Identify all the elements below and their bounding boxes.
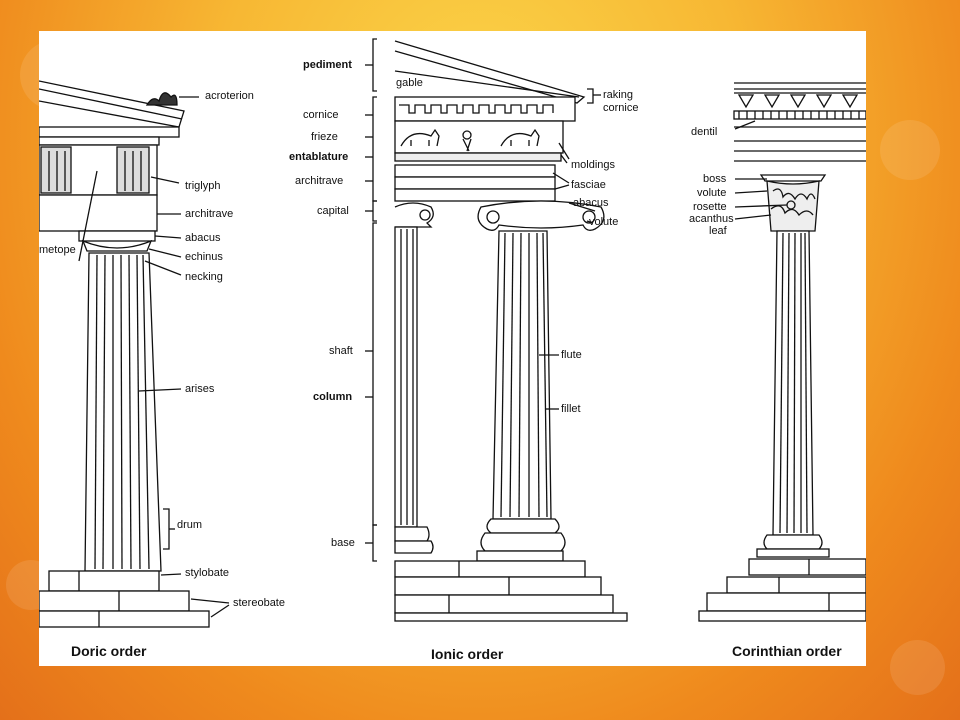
label-doric-abacus: abacus [185, 232, 221, 244]
label-boss: boss [703, 173, 727, 185]
label-raking: raking [603, 89, 633, 101]
label-flute: flute [561, 349, 582, 361]
architectural-orders-diagram: acroterion triglyph architrave metope ab… [39, 31, 866, 666]
label-drum: drum [177, 519, 203, 531]
label-capital: capital [317, 205, 349, 217]
label-cornice: cornice [303, 109, 339, 121]
label-moldings: moldings [571, 159, 616, 171]
label-base: base [331, 537, 355, 549]
caption-ionic-order: Ionic order [431, 646, 504, 662]
label-arises: arises [185, 383, 215, 395]
caption-doric-order: Doric order [71, 643, 147, 659]
label-corinthian-volute: volute [697, 187, 727, 199]
doric-column-drawing [39, 80, 230, 628]
label-metope: metope [39, 244, 76, 256]
label-fillet: fillet [561, 403, 581, 415]
label-ionic-architrave: architrave [295, 175, 344, 187]
label-raking-cornice: cornice [603, 102, 639, 114]
label-dentil: dentil [691, 126, 718, 138]
label-entablature: entablature [289, 151, 349, 163]
corinthian-column-drawing [698, 82, 866, 622]
label-stereobate: stereobate [233, 597, 285, 609]
caption-corinthian-order: Corinthian order [732, 643, 842, 659]
label-pediment: pediment [303, 59, 352, 71]
label-triglyph: triglyph [185, 180, 221, 192]
label-echinus: echinus [185, 251, 223, 263]
label-acroterion: acroterion [205, 90, 254, 102]
orders-drawing [39, 38, 866, 628]
label-gable: gable [396, 77, 423, 89]
ionic-column-drawing [365, 38, 628, 622]
label-necking: necking [185, 271, 223, 283]
label-rosette: rosette [693, 201, 727, 213]
label-shaft: shaft [329, 345, 353, 357]
label-frieze: frieze [311, 131, 338, 143]
background-flower [880, 120, 940, 180]
label-acanthus: acanthus [689, 213, 734, 225]
label-column: column [313, 391, 353, 403]
label-leaf: leaf [709, 225, 727, 237]
background-flower [890, 640, 945, 695]
label-fasciae: fasciae [571, 179, 606, 191]
label-doric-architrave: architrave [185, 208, 234, 220]
label-ionic-volute: volute [589, 216, 619, 228]
label-ionic-abacus: abacus [573, 197, 609, 209]
label-stylobate: stylobate [185, 567, 230, 579]
